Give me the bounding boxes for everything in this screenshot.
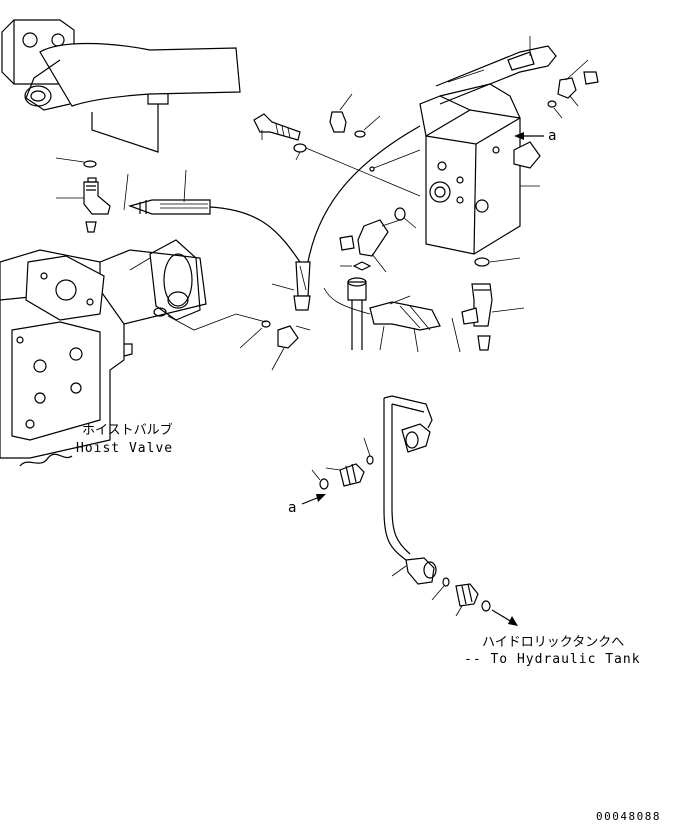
hose-line-left — [209, 206, 301, 263]
o-ring-4 — [394, 207, 417, 229]
break-line — [19, 453, 73, 467]
o-ring-6 — [311, 469, 329, 490]
o-ring-9 — [481, 600, 491, 612]
hose-center-lower — [323, 277, 461, 353]
tank-arrow — [491, 609, 518, 626]
o-ring-7 — [363, 437, 374, 465]
diamond-seal — [340, 261, 372, 271]
plug-left — [85, 221, 97, 233]
o-ring-8 — [431, 577, 450, 601]
hoist-valve — [0, 239, 207, 459]
fitting-lower-right — [455, 583, 479, 617]
tee-fitting — [461, 257, 525, 351]
fitting-small-a — [329, 93, 353, 133]
figure-number: 00048088 — [596, 810, 661, 823]
pipe-top-right — [435, 36, 557, 105]
elbow-center — [339, 219, 401, 273]
pin — [369, 149, 421, 172]
hoist-valve-label-jp: ホイストバルブ — [82, 422, 173, 438]
ref-arrow-right: a — [514, 128, 556, 144]
valve-block — [419, 83, 541, 255]
ref-label-a-left: a — [288, 500, 296, 516]
hose-line-main — [307, 125, 421, 263]
washer-top — [293, 143, 421, 197]
fitting-top-right — [557, 59, 599, 107]
o-ring-2 — [354, 115, 381, 138]
o-ring-5 — [239, 320, 271, 349]
hose-left — [123, 169, 211, 215]
ref-label-a-right: a — [548, 128, 556, 144]
tank-label-jp: ハイドロリックタンクへ — [482, 635, 624, 650]
bolt-top — [253, 113, 301, 141]
o-ring-1 — [55, 157, 97, 168]
o-ring-3 — [547, 100, 563, 119]
elbow-fitting-left — [56, 177, 111, 215]
ref-arrow-left: a — [288, 494, 326, 516]
tank-label-en: -- To Hydraulic Tank — [464, 652, 641, 667]
elbow-small-center — [271, 325, 311, 371]
pump-manifold — [1, 19, 241, 153]
leader-hoist — [167, 313, 267, 331]
hose-fitting-center — [271, 261, 311, 311]
hoist-valve-label-en: Hoist Valve — [76, 441, 173, 456]
return-pipe — [383, 395, 437, 585]
fitting-lower-left — [325, 463, 365, 487]
